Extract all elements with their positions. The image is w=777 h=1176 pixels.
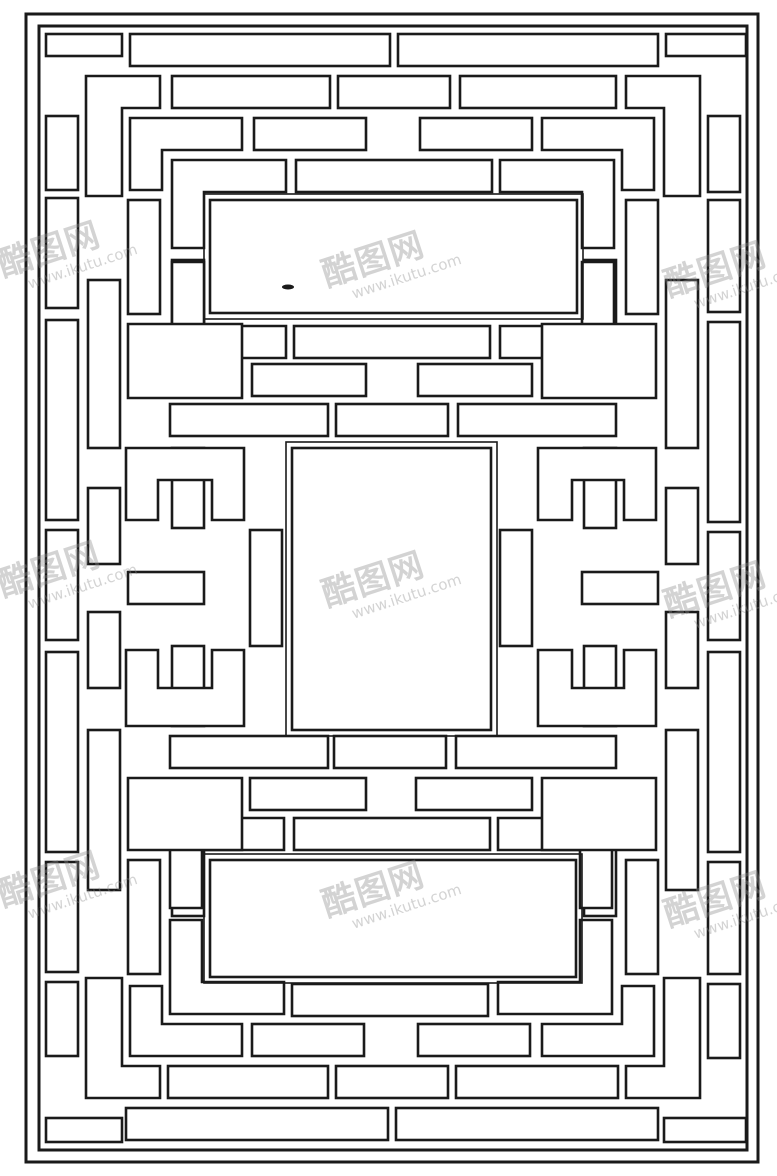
lattice-corner-piece bbox=[84, 74, 162, 198]
lattice-corner-piece bbox=[128, 984, 244, 1058]
lattice-bar bbox=[706, 982, 742, 1060]
lattice-bar bbox=[706, 650, 742, 854]
lattice-bar bbox=[248, 776, 368, 812]
lattice-bar bbox=[250, 362, 368, 398]
lattice-bar bbox=[124, 1106, 390, 1142]
lattice-bar bbox=[44, 1116, 124, 1144]
lattice-bar bbox=[334, 402, 450, 438]
lattice-corner-piece bbox=[536, 446, 658, 522]
lattice-bar bbox=[624, 858, 660, 976]
lattice-corner-piece bbox=[170, 158, 288, 250]
lattice-bar bbox=[706, 530, 742, 642]
lattice-bar bbox=[706, 114, 742, 194]
lattice-corner-piece bbox=[540, 984, 656, 1058]
lattice-bar bbox=[416, 1022, 532, 1058]
lattice-bar bbox=[498, 528, 534, 648]
lattice-corner-piece bbox=[126, 322, 244, 400]
inner-frame bbox=[37, 24, 749, 1152]
lattice-corner-piece bbox=[124, 446, 246, 522]
lattice-bar bbox=[86, 610, 122, 690]
lattice-bar bbox=[250, 1022, 366, 1058]
lattice-bar bbox=[454, 1064, 620, 1100]
lattice-bar bbox=[128, 32, 392, 68]
lattice-bar bbox=[456, 402, 618, 438]
lattice-bar bbox=[86, 486, 122, 566]
outer-frame bbox=[24, 12, 760, 1164]
top-panel bbox=[208, 198, 579, 315]
lattice-bar bbox=[664, 32, 748, 58]
lattice-bar bbox=[336, 74, 452, 110]
lattice-bar bbox=[332, 734, 448, 770]
lattice-corner-piece bbox=[124, 648, 246, 728]
lattice-bar bbox=[166, 1064, 330, 1100]
lattice-bar bbox=[664, 610, 700, 690]
ink-speck bbox=[282, 284, 294, 290]
lattice-bar bbox=[44, 528, 80, 642]
lattice-bar bbox=[416, 362, 534, 398]
lattice-bar bbox=[168, 734, 330, 770]
lattice-bar bbox=[252, 116, 368, 152]
lattice-bar bbox=[396, 32, 660, 68]
bottom-panel-inner bbox=[203, 853, 583, 984]
lattice-bar bbox=[418, 116, 534, 152]
bottom-panel bbox=[208, 858, 578, 979]
lattice-bar bbox=[664, 278, 700, 450]
lattice-corner-piece bbox=[128, 116, 244, 192]
lattice-bar bbox=[292, 816, 492, 852]
lattice-bar bbox=[44, 196, 80, 310]
lattice-corner-piece bbox=[126, 776, 244, 852]
lattice-corner-piece bbox=[540, 776, 658, 852]
lattice-bar bbox=[44, 318, 80, 522]
lattice-bar bbox=[664, 486, 700, 566]
top-panel-inner bbox=[203, 193, 584, 320]
lattice-corner-piece bbox=[496, 918, 614, 1016]
lattice-bar bbox=[664, 728, 700, 892]
lattice-bar bbox=[290, 982, 490, 1018]
lattice-corner-piece bbox=[168, 918, 286, 1016]
lattice-bar bbox=[294, 158, 494, 194]
lattice-corner-piece bbox=[624, 74, 702, 198]
lattice-bar bbox=[126, 198, 162, 316]
lattice-bar bbox=[44, 32, 124, 58]
lattice-bar bbox=[580, 570, 660, 606]
lattice-cells bbox=[44, 32, 748, 1144]
lattice-bar bbox=[706, 860, 742, 976]
lattice-bar bbox=[44, 650, 80, 854]
center-panel-inner bbox=[285, 441, 498, 737]
lattice-bar bbox=[168, 402, 330, 438]
lattice-bar bbox=[706, 198, 742, 314]
lattice-bar bbox=[334, 1064, 450, 1100]
lattice-bar bbox=[126, 570, 206, 606]
lattice-bar bbox=[394, 1106, 660, 1142]
lattice-corner-piece bbox=[540, 116, 656, 192]
lattice-corner-piece bbox=[540, 322, 658, 400]
lattice-bar bbox=[170, 74, 332, 110]
lattice-bar bbox=[44, 860, 80, 974]
lattice-corner-piece bbox=[536, 648, 658, 728]
lattice-corner-piece bbox=[498, 158, 616, 250]
lattice-corner-piece bbox=[84, 976, 162, 1100]
center-panel bbox=[290, 446, 493, 732]
lattice-bar bbox=[44, 980, 80, 1058]
lattice-bar bbox=[44, 114, 80, 192]
lattice-bar bbox=[624, 198, 660, 316]
lattice-bar bbox=[86, 278, 122, 450]
lattice-bar bbox=[248, 528, 284, 648]
lattice-bar bbox=[706, 320, 742, 524]
lattice-bar bbox=[458, 74, 618, 110]
lattice-bar bbox=[126, 858, 162, 976]
lattice-corner-piece bbox=[624, 976, 702, 1100]
lattice-bar bbox=[86, 728, 122, 892]
lattice-bar bbox=[414, 776, 534, 812]
lattice-bar bbox=[292, 324, 492, 360]
lattice-bar bbox=[454, 734, 618, 770]
lattice-bar bbox=[662, 1116, 748, 1144]
